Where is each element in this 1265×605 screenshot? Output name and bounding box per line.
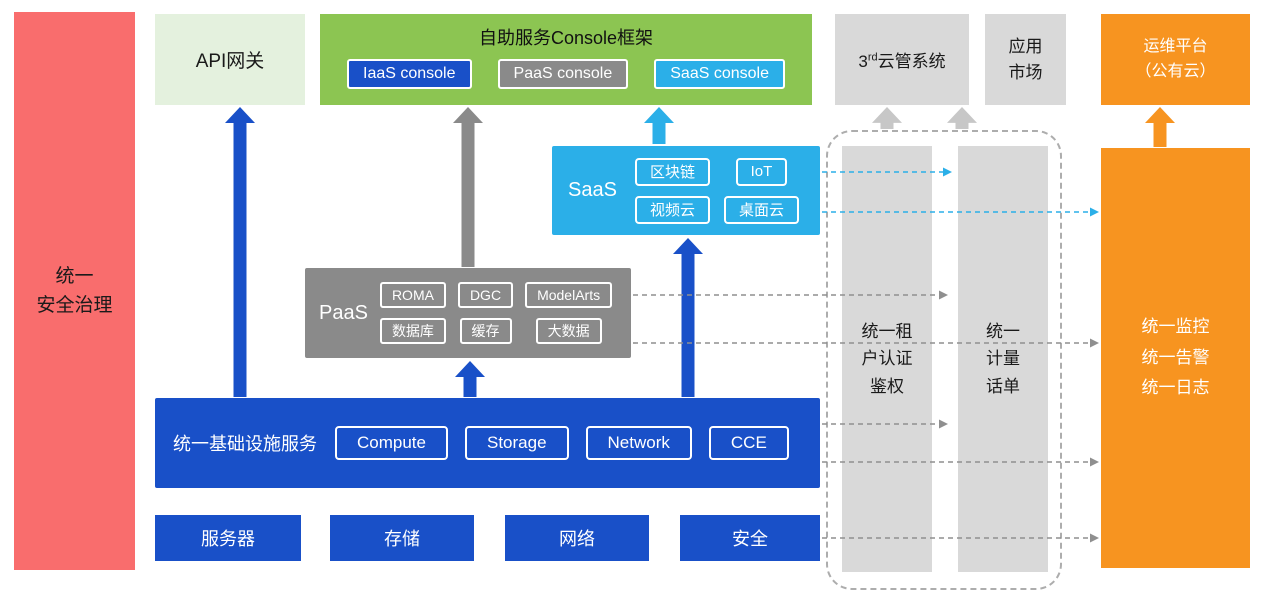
saas-item-blockchain: 区块链 [634,157,710,186]
paas-item-modelarts: ModelArts [525,282,613,308]
paas-item-cache: 缓存 [459,318,512,344]
paas-console-button: PaaS console [497,59,629,89]
third-party-prefix: 3 [858,52,868,71]
link-saas-to-monitor-head [1090,207,1099,217]
om-platform-public-cloud-box: 运维平台 （公有云） [1101,14,1250,105]
unified-tenant-auth-bar: 统一租 户认证 鉴权 [842,146,932,572]
arrow-iaas-to-api-gateway [225,107,255,397]
arrow-paas-to-console [453,107,483,267]
saas-layer-box: SaaS 区块链 IoT 视频云 桌面云 [552,146,820,235]
paas-services-grid: ROMA DGC ModelArts 数据库 缓存 大数据 [379,282,613,344]
iaas-item-network: Network [585,426,692,460]
paas-item-roma: ROMA [379,282,446,308]
saas-layer-label: SaaS [568,179,617,201]
iaas-console-button: IaaS console [347,59,472,89]
tenant-services-dashed-container [826,130,1062,590]
console-buttons-row: IaaS console PaaS console SaaS console [347,59,785,89]
link-hardware-to-monitor-head [1090,533,1099,543]
iaas-infrastructure-box: 统一基础设施服务 Compute Storage Network CCE [155,398,820,488]
iaas-layer-label: 统一基础设施服务 [173,434,317,454]
hardware-network-box: 网络 [505,515,649,561]
saas-item-iot: IoT [735,157,788,186]
iaas-item-cce: CCE [708,426,789,460]
paas-item-dgc: DGC [457,282,514,308]
paas-item-database: 数据库 [379,318,446,344]
iaas-item-storage: Storage [464,426,569,460]
unified-monitoring-alarm-log-bar: 统一监控 统一告警 统一日志 [1101,148,1250,568]
arrow-saas-to-console [644,107,674,144]
arrow-iaas-to-saas [673,238,703,397]
link-paas-to-monitor-head [1090,338,1099,348]
paas-layer-label: PaaS [319,301,368,324]
unified-security-governance-bar: 统一 安全治理 [14,12,135,570]
arrow-monitor-to-om [1145,107,1175,147]
hardware-server-box: 服务器 [155,515,301,561]
link-iaas-to-monitor-head [1090,457,1099,467]
hardware-security-box: 安全 [680,515,820,561]
third-party-superscript: rd [867,51,878,64]
paas-item-bigdata: 大数据 [535,318,602,344]
third-party-suffix: 云管系统 [877,52,946,71]
arrow-auth-to-3rd-cloud [872,107,902,129]
iaas-item-compute: Compute [335,426,448,460]
iaas-services-row: Compute Storage Network CCE [335,426,789,460]
saas-item-desktop-cloud: 桌面云 [723,195,799,224]
arrow-metering-to-market [947,107,977,129]
third-party-cloud-label: 3rd云管系统 [858,47,945,72]
api-gateway-box: API网关 [155,14,305,105]
console-frame-title: 自助服务Console框架 [478,28,654,48]
unified-metering-bar: 统一 计量 话单 [958,146,1048,572]
saas-services-grid: 区块链 IoT 视频云 桌面云 [634,157,799,224]
paas-layer-box: PaaS ROMA DGC ModelArts 数据库 缓存 大数据 [305,268,631,358]
hardware-storage-box: 存储 [330,515,474,561]
console-frame-box: 自助服务Console框架 IaaS console PaaS console … [320,14,812,105]
arrow-iaas-to-paas [455,361,485,397]
saas-console-button: SaaS console [654,59,785,89]
app-market-box: 应用 市场 [985,14,1066,105]
saas-item-video-cloud: 视频云 [634,195,710,224]
third-party-cloud-box: 3rd云管系统 [835,14,969,105]
